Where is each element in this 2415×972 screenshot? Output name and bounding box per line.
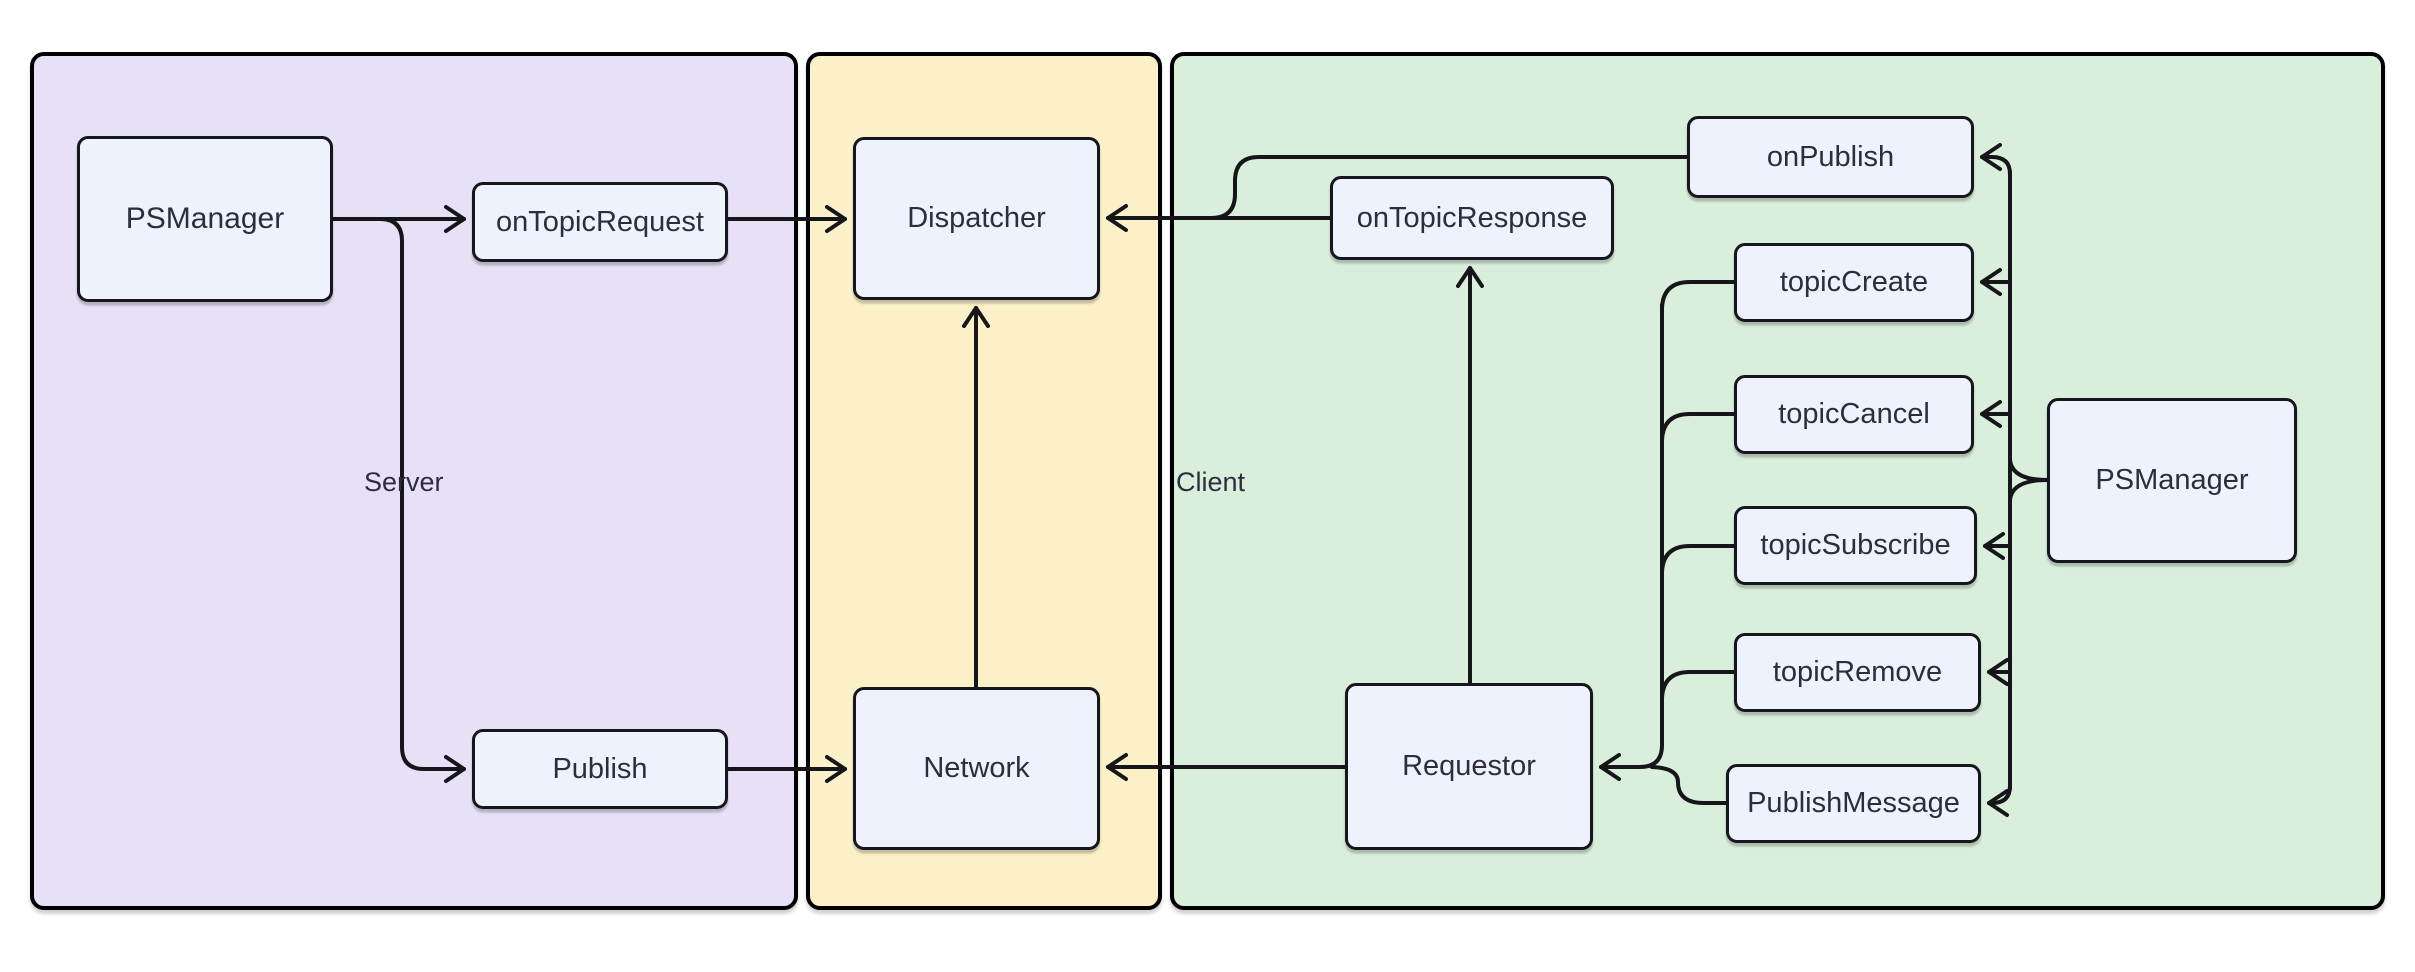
edge-onpublish-to-dispatcher (1183, 155, 1689, 220)
stub-topicsubscribe-to-rail (1660, 544, 1736, 576)
edge-psmanager-to-publish (338, 217, 466, 783)
elbow-psmanager-client-down (2008, 478, 2049, 502)
node-ontopicrequest: onTopicRequest (472, 182, 728, 262)
stub-publishmessage-to-rail (1650, 765, 1728, 805)
node-psmanager-client: PSManager (2047, 398, 2297, 563)
region-server-label: Server (364, 467, 444, 497)
stub-topiccreate-to-rail (1660, 280, 1736, 312)
elbow-psmanager-client-up (2008, 458, 2049, 482)
node-publishmessage: PublishMessage (1726, 764, 1981, 843)
node-onpublish: onPublish (1687, 116, 1974, 198)
edge-rail-to-requestor (1599, 303, 1664, 781)
stub-topicremove-to-rail (1660, 670, 1736, 702)
node-psmanager-server: PSManager (77, 136, 333, 302)
arrow-rail-to-onpublish (1980, 143, 2012, 176)
node-ontopicresponse: onTopicResponse (1330, 176, 1614, 260)
node-topicremove: topicRemove (1734, 633, 1981, 712)
node-dispatcher: Dispatcher (853, 137, 1100, 300)
node-topiccancel: topicCancel (1734, 375, 1974, 454)
node-topicsubscribe: topicSubscribe (1734, 506, 1977, 585)
node-requestor: Requestor (1345, 683, 1593, 850)
region-client-label: Client (1176, 467, 1246, 497)
stub-topiccancel-to-rail (1660, 412, 1736, 444)
node-publish: Publish (472, 729, 728, 809)
node-network: Network (853, 687, 1100, 850)
node-topiccreate: topicCreate (1734, 243, 1974, 322)
arrow-rail-to-publishmessage (1987, 784, 2012, 817)
